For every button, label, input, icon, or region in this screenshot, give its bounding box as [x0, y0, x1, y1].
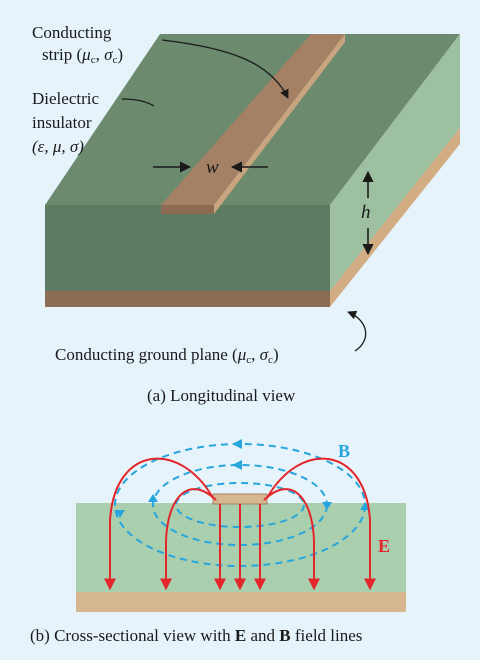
ground-sigma-sub: c: [268, 354, 273, 366]
e-field-lines: [104, 457, 376, 591]
e-field-line-2: [160, 488, 217, 591]
caption-a: (a) Longitudinal view: [147, 386, 296, 405]
ground-plane-label: Conducting ground plane (μc, σc): [55, 344, 279, 371]
e-field-label: E: [378, 536, 391, 556]
e-field-line-1: [104, 457, 214, 591]
caption-b-prefix: (b) Cross-sectional view with: [30, 626, 235, 645]
b-field-label: B: [338, 441, 351, 461]
strip-mu-sub: c: [90, 54, 96, 66]
dielectric-label-line3: (ε, μ, σ): [32, 137, 84, 156]
e-field-line-7: [266, 457, 376, 591]
ground-leader-line: [347, 310, 367, 352]
b-arrow-left-outer: [115, 510, 125, 518]
b-arrow-right-middle: [322, 502, 332, 510]
strip-comma: ,: [95, 45, 105, 64]
strip-close-paren: ): [117, 45, 124, 64]
caption-b-suffix: field lines: [290, 626, 363, 645]
ground-plane-front: [45, 291, 330, 307]
ground-sigma: σ: [259, 345, 269, 364]
dielectric-leader-line: [121, 98, 155, 107]
ground-mu-sub: c: [246, 354, 252, 366]
ground-mu: μ: [237, 345, 247, 364]
cross-section-view: [76, 439, 406, 612]
b-arrow-top-middle: [232, 460, 242, 470]
caption-b-and: and: [246, 626, 280, 645]
conducting-strip-side: [214, 34, 345, 214]
dielectric-front-face: [45, 205, 330, 291]
b-arrow-left-middle: [148, 494, 158, 502]
dielectric-label-line1: Dielectric: [32, 89, 100, 108]
ground-comma: ,: [251, 345, 260, 364]
longitudinal-view: [45, 34, 460, 352]
strip-label-line1: Conducting: [32, 23, 112, 42]
width-label: w: [206, 157, 219, 178]
height-label: h: [361, 202, 371, 223]
strip-mu: μ: [82, 45, 91, 64]
strip-leader-line: [161, 39, 289, 99]
strip-sigma-sub: c: [112, 54, 118, 66]
conducting-strip-front: [161, 205, 214, 214]
ground-label-prefix: Conducting ground plane (: [55, 345, 238, 364]
ground-close-paren: ): [272, 345, 279, 364]
e-field-line-6: [263, 488, 320, 591]
dielectric-side-face: [330, 34, 460, 291]
strip-label-prefix: strip (: [42, 45, 83, 64]
strip-label-line2: strip (μc, σc): [42, 44, 123, 71]
b-field-inner-loop: [175, 482, 305, 528]
ground-plane-side: [330, 128, 460, 307]
caption-b-b: B: [279, 626, 291, 645]
strip-sigma: σ: [104, 45, 113, 64]
b-arrow-top-outer: [232, 439, 242, 449]
cross-strip: [212, 493, 268, 505]
caption-b: (b) Cross-sectional view with E and B fi…: [30, 626, 362, 646]
caption-b-e: E: [234, 626, 247, 645]
b-arrow-right-outer: [360, 502, 370, 510]
dielectric-label-line2: insulator: [32, 113, 92, 132]
cross-ground-plane: [76, 592, 406, 612]
conducting-strip-top: [161, 34, 345, 205]
b-field-arrows: [115, 439, 370, 518]
